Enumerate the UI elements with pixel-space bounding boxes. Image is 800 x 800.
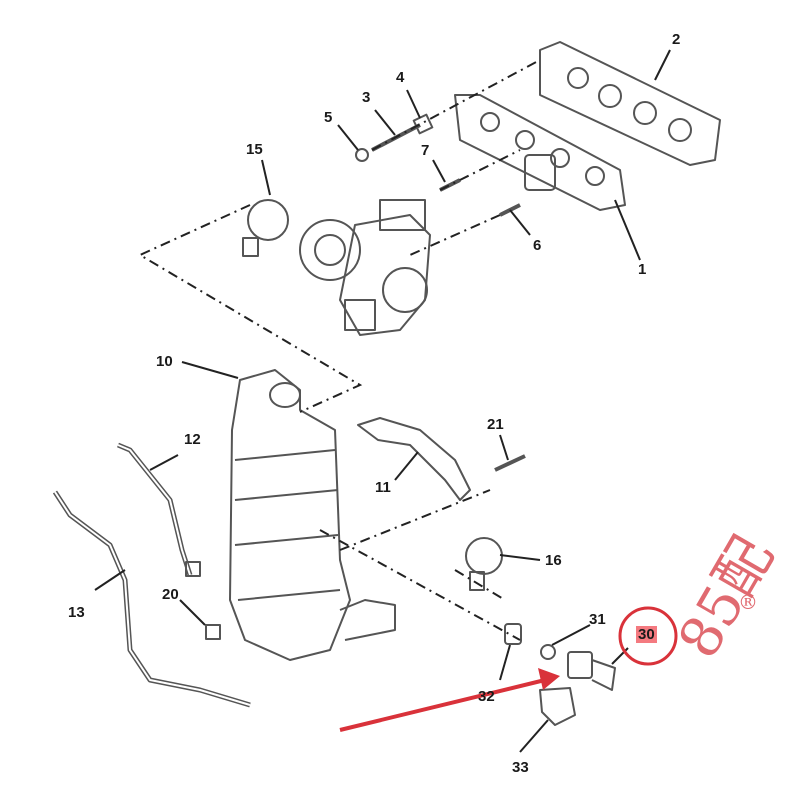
clamp-16 — [465, 537, 503, 591]
callout-20: 20 — [162, 586, 179, 603]
nut-32 — [504, 623, 522, 645]
fitting-20b — [185, 561, 201, 577]
callout-33: 33 — [512, 759, 529, 776]
callout-31: 31 — [589, 611, 606, 628]
callout-32: 32 — [478, 688, 495, 705]
pointer-arrow — [339, 668, 560, 732]
clamp-15 — [242, 199, 289, 257]
callout-6: 6 — [533, 237, 542, 254]
callout-15: 15 — [246, 141, 263, 158]
callout-7: 7 — [421, 142, 430, 159]
callout-30: 30 — [636, 626, 657, 643]
callout-4: 4 — [396, 69, 405, 86]
pipe-12 — [117, 442, 193, 576]
fitting-20 — [205, 624, 221, 640]
callout-11: 11 — [375, 479, 391, 496]
callout-5: 5 — [324, 109, 333, 126]
watermark-registered-mark: ® — [738, 590, 758, 614]
callout-1: 1 — [638, 261, 647, 278]
callout-21: 21 — [487, 416, 504, 433]
stud-21 — [494, 454, 526, 472]
callout-3: 3 — [362, 89, 371, 106]
particulate-filter — [229, 369, 396, 661]
callout-13: 13 — [68, 604, 85, 621]
manifold-gasket — [539, 41, 721, 166]
bracket-11 — [357, 417, 471, 501]
ring-31 — [540, 644, 556, 660]
sensor-30 — [567, 651, 616, 691]
pipe-13 — [52, 490, 251, 708]
turbocharger — [299, 199, 431, 336]
shield-33 — [539, 687, 576, 726]
highlight-ring — [618, 606, 678, 666]
callout-12: 12 — [184, 431, 201, 448]
callout-2: 2 — [672, 31, 681, 48]
exhaust-manifold — [454, 94, 626, 211]
callout-10: 10 — [156, 353, 173, 370]
callout-16: 16 — [545, 552, 562, 569]
